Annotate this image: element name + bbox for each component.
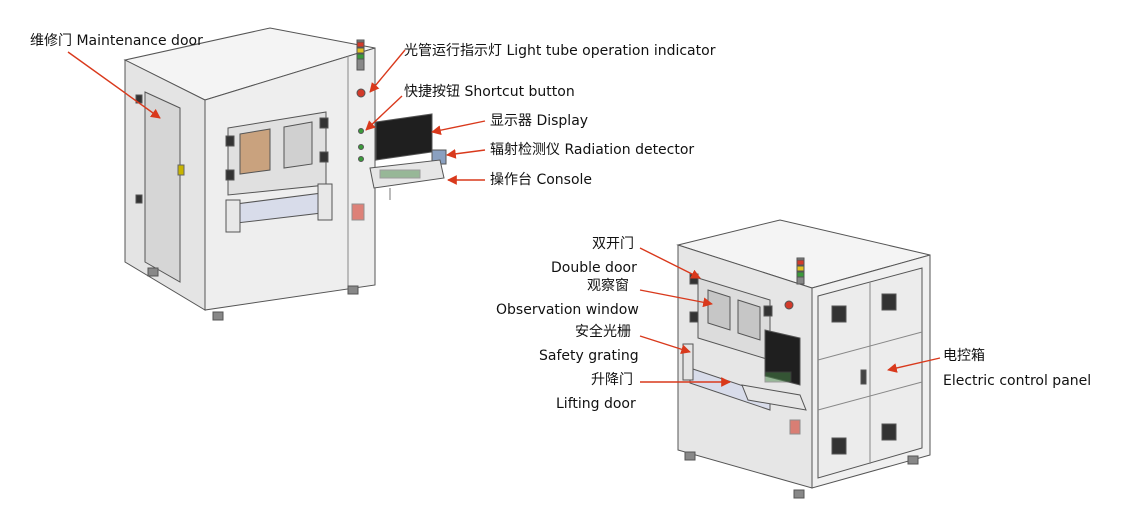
arrow-safety-grating	[639, 335, 691, 354]
arrow-observation-window	[639, 289, 713, 308]
arrow-radiation-detector	[446, 148, 486, 159]
label-observation-window-cn: 观察窗	[587, 278, 629, 294]
arrow-double-door	[639, 247, 701, 279]
right-machine	[676, 219, 931, 499]
arrow-shortcut-button	[365, 95, 403, 131]
label-double-door-en: Double door	[551, 260, 637, 276]
right-observation-window	[707, 289, 731, 331]
right-display	[764, 329, 801, 386]
label-light-tube-indicator: 光管运行指示灯 Light tube operation indicator	[404, 43, 716, 59]
label-lifting-door-cn: 升降门	[591, 372, 633, 388]
label-maintenance-door: 维修门 Maintenance door	[30, 33, 203, 49]
label-safety-grating-cn: 安全光栅	[575, 324, 631, 340]
arrow-maintenance-door	[67, 51, 161, 119]
left-observation-window	[239, 128, 271, 175]
left-machine	[123, 27, 376, 321]
label-electric-panel-cn: 电控箱	[943, 348, 985, 364]
label-console: 操作台 Console	[490, 172, 593, 188]
maintenance-door	[144, 91, 181, 283]
arrow-display	[431, 120, 486, 136]
label-electric-panel-en: Electric control panel	[943, 373, 1092, 389]
arrows	[67, 49, 941, 387]
right-safety-grating	[682, 343, 694, 381]
label-observation-window-en: Observation window	[496, 302, 639, 318]
label-shortcut-button: 快捷按钮 Shortcut button	[404, 84, 575, 100]
label-lifting-door-en: Lifting door	[556, 396, 636, 412]
label-display: 显示器 Display	[490, 113, 589, 129]
right-console	[741, 384, 807, 411]
label-radiation-detector: 辐射检测仪 Radiation detector	[490, 142, 695, 158]
arrow-electric-panel	[887, 357, 941, 373]
label-double-door-cn: 双开门	[592, 236, 634, 252]
left-display	[375, 113, 433, 161]
label-safety-grating-en: Safety grating	[539, 348, 639, 364]
left-console-group	[369, 113, 447, 200]
arrow-light-tube	[369, 49, 406, 93]
